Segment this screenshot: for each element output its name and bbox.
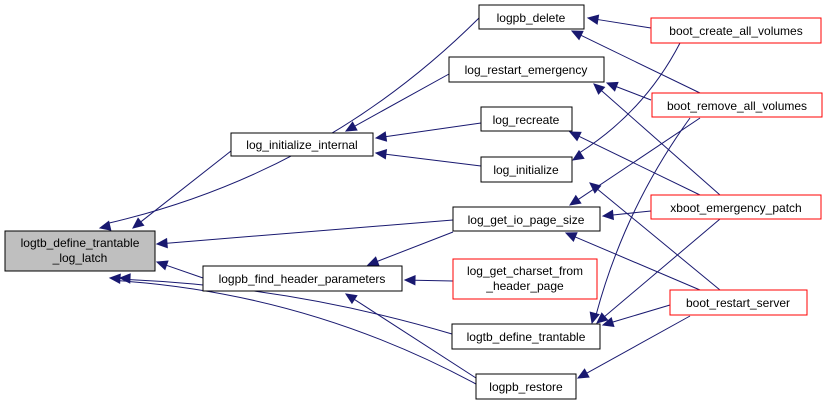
edge-delete-to-root [98,17,480,231]
node-log-initialize-internal-label: log_initialize_internal [246,138,357,152]
node-root-line-1: logtb_define_trantable [21,236,140,250]
node-boot-remove-all-volumes[interactable]: boot_remove_all_volumes [651,92,823,118]
edge-findheader-to-root [155,260,204,279]
node-logpb-restore[interactable]: logpb_restore [475,373,577,400]
node-log-get-io-page-size-label: log_get_io_page_size [468,213,585,227]
node-logpb-find-header-parameters[interactable]: logpb_find_header_parameters [202,265,403,292]
edges [98,14,721,385]
arrowhead [374,131,388,142]
edge-removevol-to-trantable [589,117,691,325]
edge-initinternal-to-root [132,150,232,229]
node-log-get-charset-from-header-page[interactable]: log_get_charset_from _header_page [452,258,598,300]
arrowhead [366,256,380,267]
edge-xboot-to-restartemergency [593,83,721,196]
node-log-recreate[interactable]: log_recreate [480,106,573,132]
arrowhead [601,209,614,221]
arrowhead [593,83,606,95]
node-boot-restart-server[interactable]: boot_restart_server [669,289,808,316]
node-root-line-2: _log_latch [52,251,108,265]
arrowhead [568,131,582,142]
arrowhead [374,149,388,160]
edge-removevol-to-delete [570,30,701,94]
node-boot-create-all-volumes-label: boot_create_all_volumes [669,24,802,38]
node-log-restart-emergency-label: log_restart_emergency [465,63,588,77]
node-log-get-io-page-size[interactable]: log_get_io_page_size [452,206,601,232]
node-log-initialize[interactable]: log_initialize [480,156,573,183]
edge-iopagesize-to-root [155,219,454,249]
edge-restore-to-findheader [344,293,477,379]
arrowhead [118,273,131,284]
edge-createvol-to-delete [586,14,652,29]
edge-charset-to-findheader [403,274,454,286]
node-logpb-delete[interactable]: logpb_delete [478,4,585,30]
arrowhead [564,232,578,242]
arrowhead [571,149,585,161]
node-logpb-delete-label: logpb_delete [497,11,566,25]
arrowhead [403,274,416,286]
node-log-recreate-label: log_recreate [493,113,560,127]
edge-removevol-to-restartemergency [605,81,652,101]
arrowhead [586,14,600,25]
node-log-restart-emergency[interactable]: log_restart_emergency [448,56,605,83]
arrowhead [605,81,619,92]
edge-restart-to-iopagesize [564,232,701,291]
node-root[interactable]: logtb_define_trantable _log_latch [4,230,156,272]
edge-initialize-to-initinternal [374,149,482,167]
node-logtb-define-trantable[interactable]: logtb_define_trantable [451,323,601,350]
node-logpb-find-header-parameters-label: logpb_find_header_parameters [219,272,386,286]
node-log-initialize-label: log_initialize [493,163,559,177]
node-xboot-emergency-patch[interactable]: xboot_emergency_patch [650,194,822,220]
edge-xboot-to-recreate [568,131,701,196]
arrowhead [596,312,609,324]
arrowhead [344,293,358,305]
edge-recreate-to-initinternal [374,122,482,142]
arrowhead [568,194,582,206]
node-boot-remove-all-volumes-label: boot_remove_all_volumes [667,99,807,113]
arrowhead [570,30,584,41]
edge-restartemergency-to-initinternal [344,73,450,132]
node-boot-restart-server-label: boot_restart_server [686,296,790,310]
node-logpb-restore-label: logpb_restore [489,380,563,394]
edge-restore-to-root [108,273,477,385]
node-boot-create-all-volumes[interactable]: boot_create_all_volumes [650,17,822,44]
edge-iopagesize-to-findheader [366,231,454,267]
arrowhead [155,260,169,271]
arrowhead [576,368,590,379]
arrowhead [589,311,600,325]
arrowhead [344,121,358,132]
edge-xboot-to-trantable [596,218,721,324]
edge-removevol-to-iopagesize [568,117,701,206]
arrowhead [155,237,168,249]
node-log-get-charset-line-2: _header_page [485,279,564,293]
arrowhead [98,220,112,231]
node-xboot-emergency-patch-label: xboot_emergency_patch [670,201,801,215]
node-log-get-charset-line-1: log_get_charset_from [467,264,583,278]
arrowhead [601,316,615,328]
edge-trantable-to-root [118,273,453,335]
edge-restart-to-restore [576,315,691,379]
node-logtb-define-trantable-label: logtb_define_trantable [467,330,586,344]
edge-xboot-to-iopagesize [601,209,652,221]
edge-restart-to-trantable [601,304,671,328]
arrowhead [132,217,145,229]
node-log-initialize-internal[interactable]: log_initialize_internal [230,132,374,157]
edge-createvol-to-initialize [571,42,681,161]
arrowhead [108,273,121,284]
nodes: logtb_define_trantable _log_latch log_in… [4,4,823,400]
